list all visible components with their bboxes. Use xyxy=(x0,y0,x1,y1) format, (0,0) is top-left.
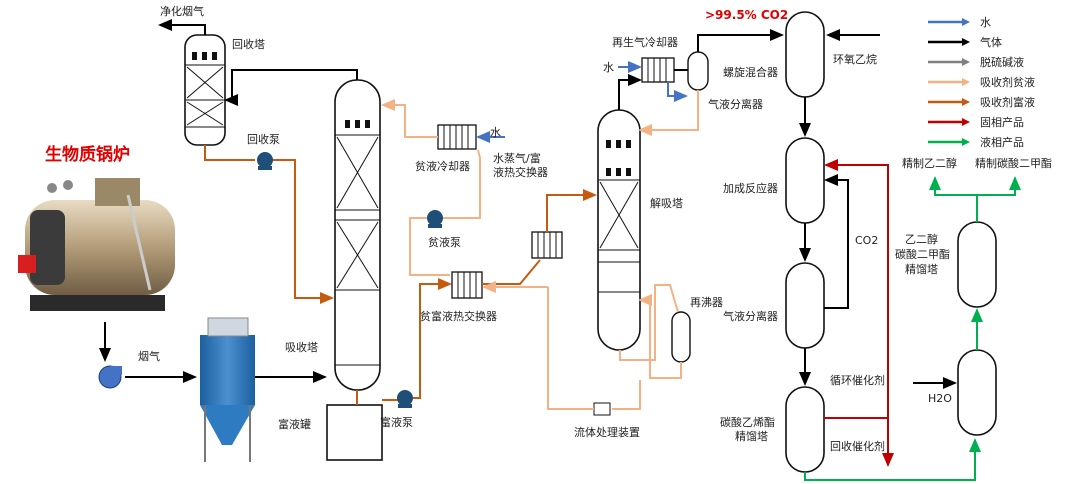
label-ec-distillation-1: 碳酸乙烯酯 xyxy=(720,415,775,429)
ec-distillation-tower xyxy=(785,386,825,473)
label-co2: CO2 xyxy=(855,234,878,247)
legend-arrowhead-3 xyxy=(962,78,970,86)
absorber-column xyxy=(334,79,381,391)
label-refined-eg: 精制乙二醇 xyxy=(902,156,957,170)
gas-liquid-separator xyxy=(785,262,825,349)
legend-label-1: 气体 xyxy=(980,35,1002,49)
legend-arrowhead-5 xyxy=(962,118,970,126)
label-lean-cooler: 贫液冷却器 xyxy=(415,159,470,173)
label-rich-tank: 富液罐 xyxy=(278,417,311,431)
legend-label-6: 液相产品 xyxy=(980,135,1024,149)
reboiler xyxy=(671,311,691,363)
legend-arrowhead-0 xyxy=(962,18,970,26)
label-water-2: 水 xyxy=(603,61,614,74)
label-h2o: H2O xyxy=(928,392,952,405)
lean-liquid-cooler xyxy=(437,124,477,150)
legend-label-2: 脱硫碱液 xyxy=(980,55,1024,69)
label-clean-flue-gas: 净化烟气 xyxy=(160,4,204,18)
label-eg-dmc-2: 碳酸二甲酯 xyxy=(895,247,950,261)
legend-arrowhead-1 xyxy=(962,38,970,46)
label-ethylene-oxide: 环氧乙烷 xyxy=(833,52,877,66)
legend-label-0: 水 xyxy=(980,16,991,29)
legend-arrowhead-4 xyxy=(962,98,970,106)
legend-label-4: 吸收剂富液 xyxy=(980,95,1035,109)
rich-liquid-pump xyxy=(397,390,413,408)
label-eg-dmc-3: 精馏塔 xyxy=(905,262,938,276)
biomass-boiler xyxy=(10,172,195,322)
addition-reactor xyxy=(785,137,825,224)
label-absorber: 吸收塔 xyxy=(285,340,318,354)
label-recovery-tower: 回收塔 xyxy=(232,37,265,51)
label-steam-exchanger-1: 水蒸气/富 xyxy=(493,151,541,165)
label-flue-gas: 烟气 xyxy=(138,349,160,363)
fluid-treatment-unit xyxy=(593,402,611,416)
legend-label-3: 吸收剂贫液 xyxy=(980,75,1035,89)
label-recovery-pump: 回收泵 xyxy=(247,132,280,146)
label-regen-cooler: 再生气冷却器 xyxy=(612,35,678,49)
rich-liquid-tank xyxy=(326,404,383,461)
label-recover-catalyst: 回收催化剂 xyxy=(830,439,885,453)
regen-gas-cooler xyxy=(641,57,675,83)
label-fluid-treatment: 流体处理装置 xyxy=(574,425,640,439)
recovery-tower xyxy=(184,34,226,146)
label-stripper: 解吸塔 xyxy=(650,196,683,210)
stripper-column xyxy=(597,109,641,351)
label-rich-pump: 富液泵 xyxy=(380,415,413,429)
label-reboiler: 再沸器 xyxy=(690,296,723,309)
label-refined-dmc: 精制碳酸二甲酯 xyxy=(975,156,1052,170)
steam-rich-heat-exchanger xyxy=(531,231,563,259)
spiral-mixer xyxy=(785,11,825,98)
flue-gas-blower xyxy=(98,365,122,389)
label-lean-rich-exchanger: 贫富液热交换器 xyxy=(420,309,497,323)
top-gas-liquid-separator xyxy=(687,51,709,91)
product-purity: >99.5% CO2 xyxy=(705,8,788,22)
label-top-separator: 气液分离器 xyxy=(708,97,763,111)
lean-liquid-pump xyxy=(427,210,443,228)
label-lean-pump: 贫液泵 xyxy=(428,235,461,249)
label-ec-distillation-2: 精馏塔 xyxy=(735,429,768,443)
eg-dmc-distillation-tower xyxy=(957,221,997,308)
recovery-pump xyxy=(257,152,273,170)
legend-arrowhead-2 xyxy=(962,58,970,66)
lean-rich-heat-exchanger xyxy=(451,271,483,299)
title: 生物质锅炉 xyxy=(45,144,130,165)
label-recycle-catalyst: 循环催化剂 xyxy=(830,373,885,387)
label-eg-dmc-1: 乙二醇 xyxy=(905,232,938,246)
label-addition-reactor: 加成反应器 xyxy=(723,181,778,195)
eg-dmc-lower-column xyxy=(957,349,997,436)
legend-label-5: 固相产品 xyxy=(980,115,1024,129)
label-spiral-mixer: 螺旋混合器 xyxy=(723,65,778,79)
legend-arrowhead-6 xyxy=(962,138,970,146)
label-water-1: 水 xyxy=(490,126,501,139)
label-gas-liquid-separator: 气液分离器 xyxy=(723,309,778,323)
dust-collector xyxy=(200,317,255,462)
label-steam-exchanger-2: 液热交换器 xyxy=(493,165,548,179)
